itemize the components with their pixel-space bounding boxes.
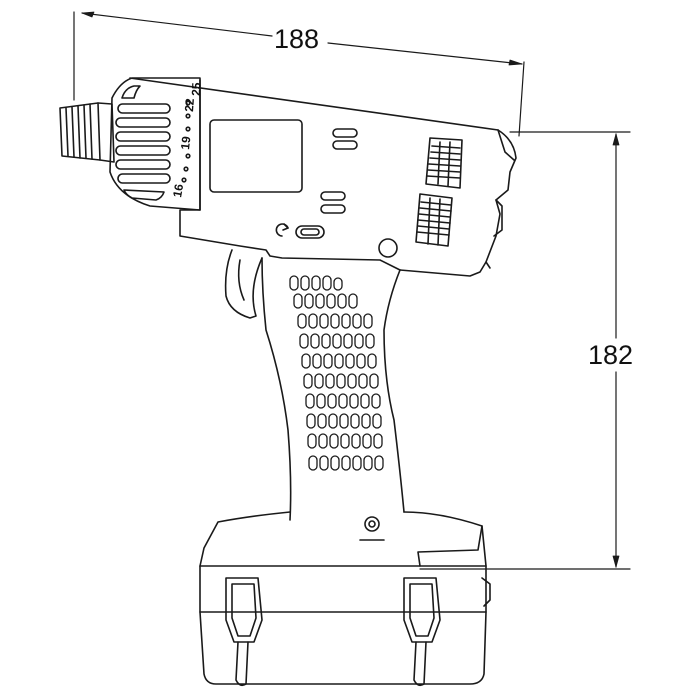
direction-switch: [295, 225, 325, 239]
clutch-scale: 16 19 22 25: [170, 82, 203, 199]
round-button: [378, 238, 398, 258]
screw-icon: [364, 516, 380, 532]
clutch-number: 16: [170, 183, 186, 199]
battery-pack: [199, 511, 491, 687]
clutch-collar: [109, 77, 201, 211]
left-latch-icon: [225, 577, 263, 687]
grip-pattern: [289, 275, 384, 471]
display-screen: [209, 119, 303, 193]
handle: [261, 257, 405, 541]
trigger: [224, 249, 263, 319]
height-dimension: [419, 131, 631, 570]
bit-holder: [59, 102, 115, 163]
clutch-number: 19: [178, 135, 193, 150]
height-dimension-label: 182: [588, 340, 633, 370]
upper-vent-icon: [425, 137, 463, 189]
clutch-number: 22: [182, 98, 197, 113]
lower-vent-icon: [415, 193, 453, 247]
right-latch-icon: [403, 577, 441, 687]
width-dimension-label: 188: [274, 24, 319, 54]
motor-housing: [129, 77, 517, 277]
clutch-number: 25: [189, 82, 203, 96]
width-dimension: [73, 11, 525, 137]
